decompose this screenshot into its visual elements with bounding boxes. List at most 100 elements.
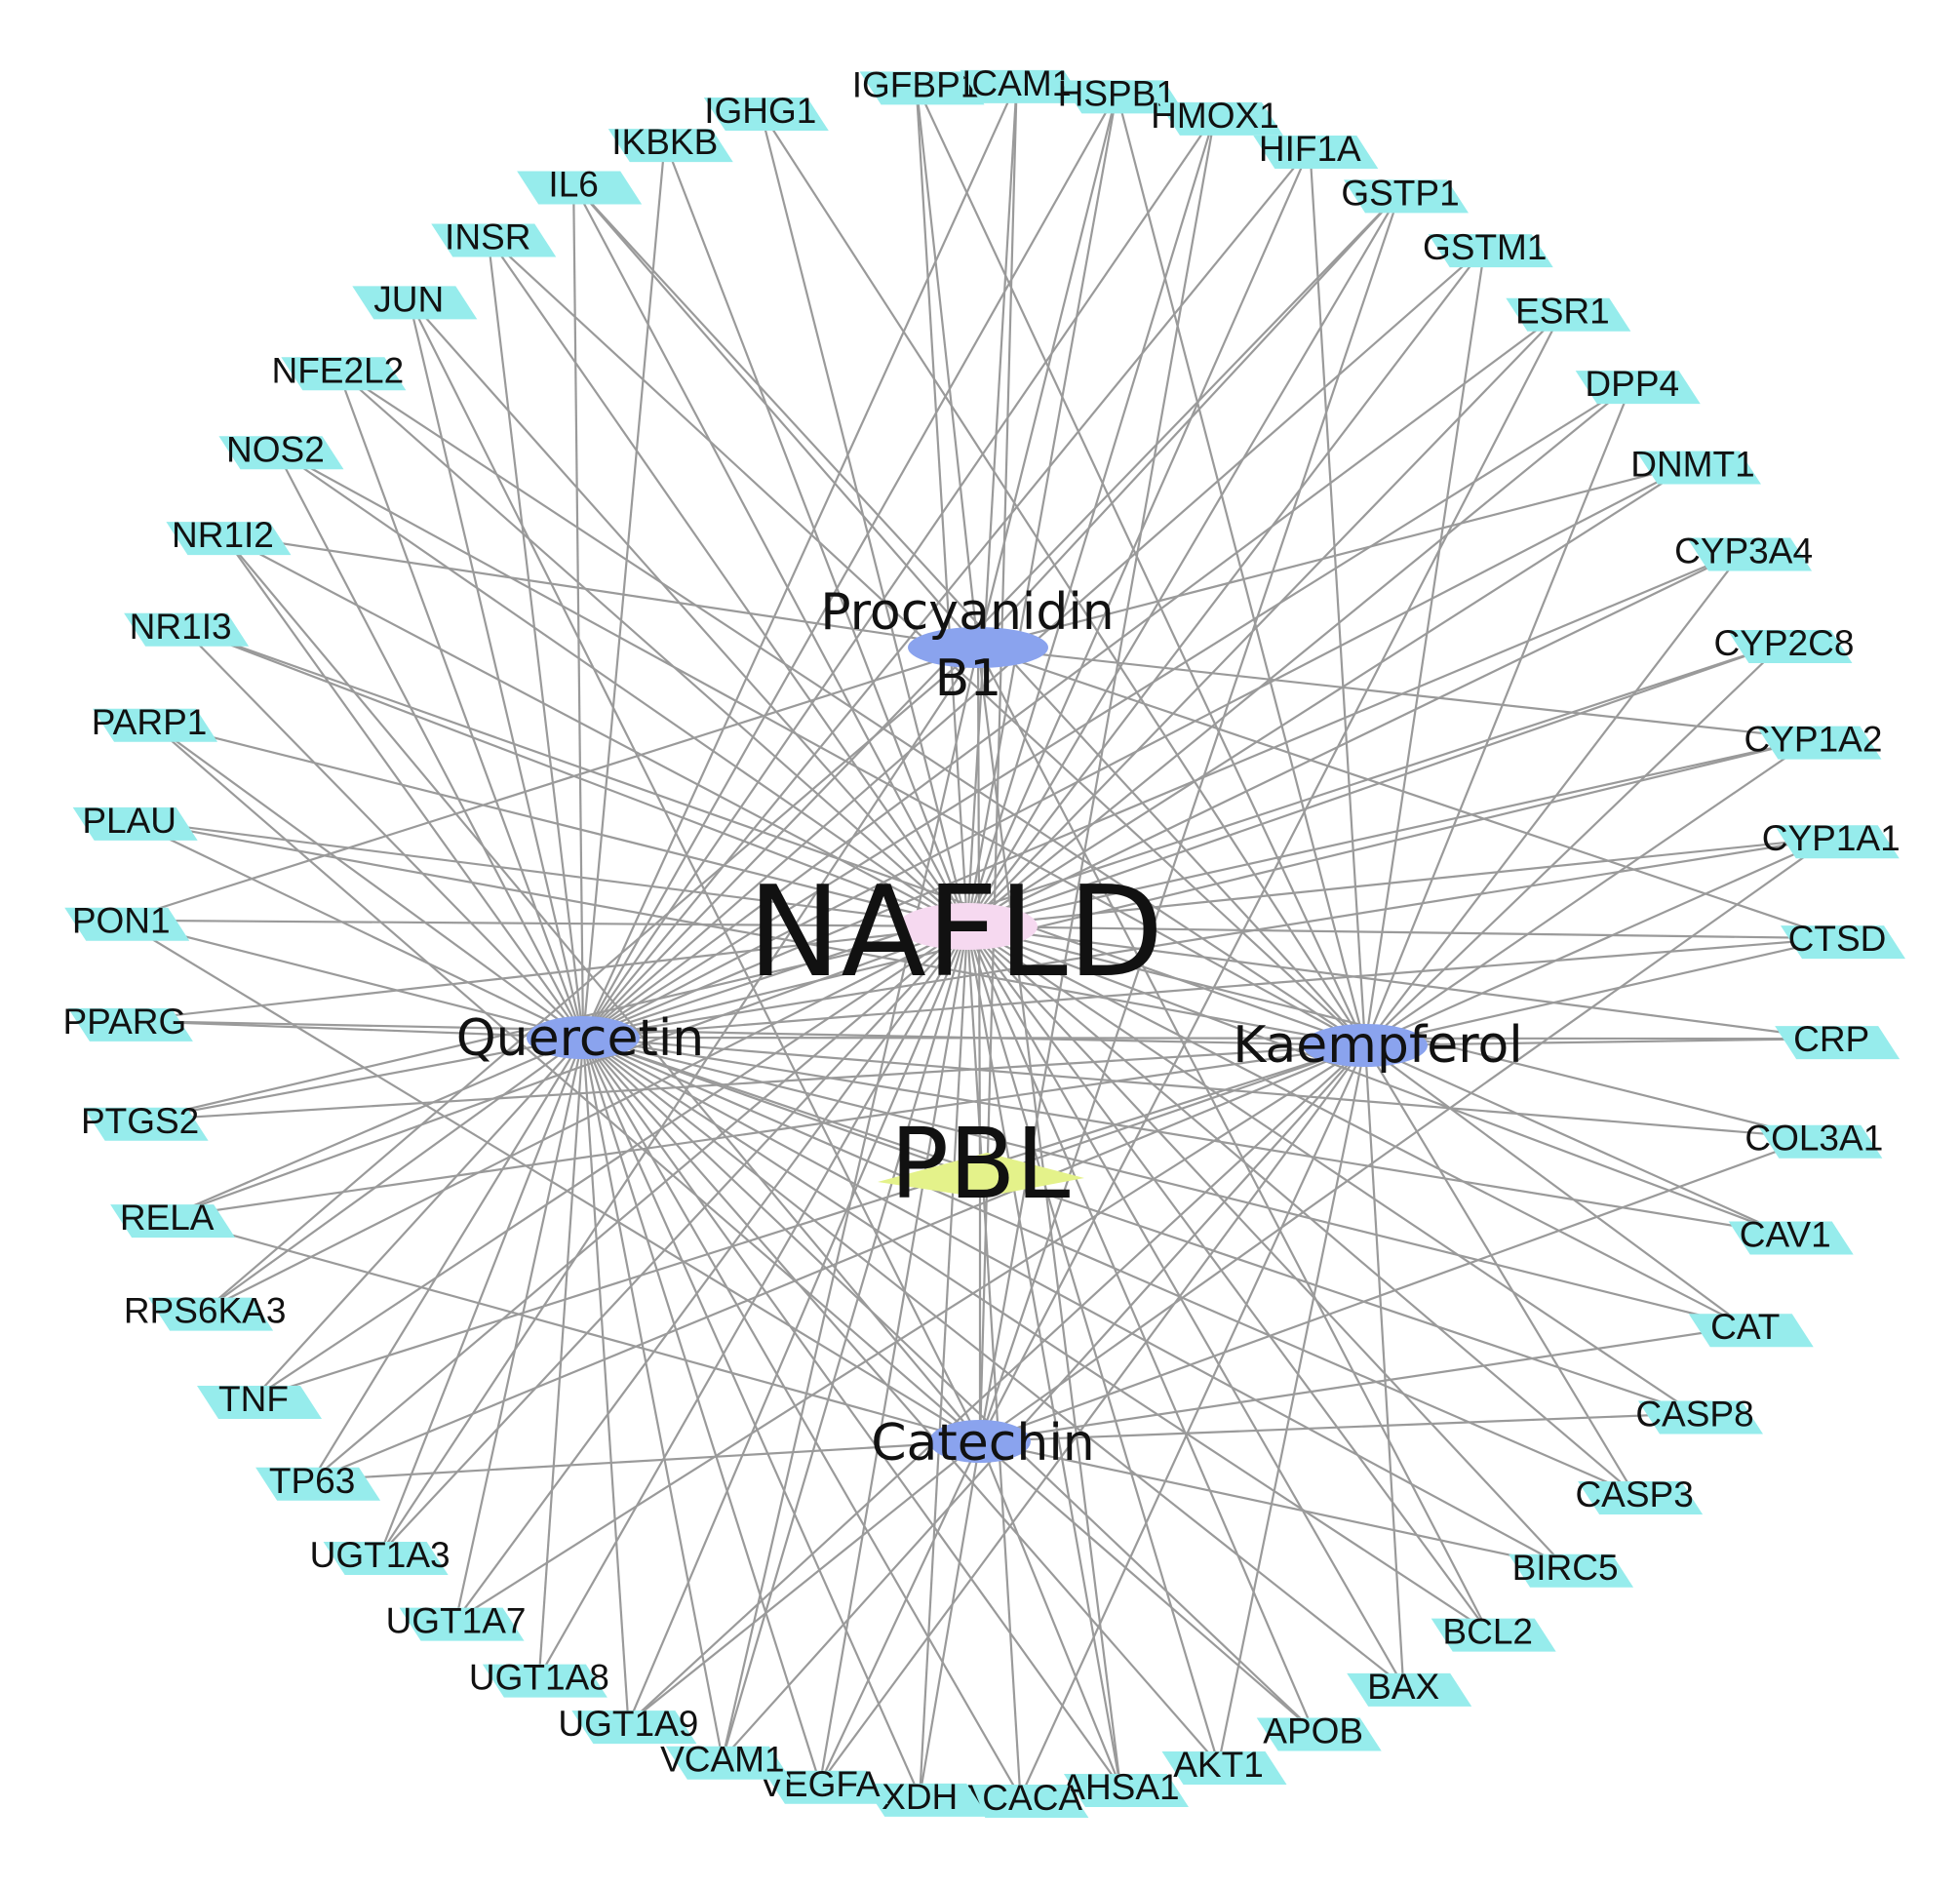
target-node-shape xyxy=(608,129,733,163)
target-node-label: UGT1A8 xyxy=(469,1658,609,1698)
target-node-ptgs2: PTGS2 xyxy=(81,1101,209,1141)
target-node-shape xyxy=(72,806,198,841)
target-node-shape xyxy=(1688,1314,1814,1348)
edge-catechin-icam1 xyxy=(978,82,1018,1442)
edge-disease-casp3 xyxy=(966,925,1635,1495)
edge-disease-ctsd xyxy=(966,924,1838,940)
target-node-label: IGFBP1 xyxy=(852,64,981,104)
target-node-shape xyxy=(323,1542,449,1576)
edge-kaempferol-cyp3a4 xyxy=(1364,549,1744,1046)
target-node-label: APOB xyxy=(1263,1711,1363,1751)
edge-quercetin-hspb1 xyxy=(582,92,1118,1039)
target-node-label: PLAU xyxy=(82,801,176,841)
target-node-shape xyxy=(64,907,190,941)
edge-quercetin-cyp2c8 xyxy=(582,641,1784,1040)
target-node-shape xyxy=(1635,451,1761,485)
target-node-label: RELA xyxy=(120,1198,215,1238)
edge-catechin-hmox1 xyxy=(978,114,1217,1442)
target-node-label: CYP1A2 xyxy=(1744,720,1883,760)
edge-catechin-jun xyxy=(408,297,981,1442)
edge-disease-rps6ka3 xyxy=(204,925,968,1312)
edge-catechin-tp63 xyxy=(312,1439,981,1481)
target-node-tnf: TNF xyxy=(197,1379,323,1419)
edge-disease-hif1a xyxy=(965,147,1312,927)
target-node-label: NR1I3 xyxy=(130,607,232,647)
target-node-label: ESR1 xyxy=(1515,292,1610,332)
target-node-shape xyxy=(1687,537,1813,571)
edge-quercetin-ahsa1 xyxy=(582,1037,1121,1788)
target-node-shape xyxy=(963,1784,1089,1818)
edge-disease-plau xyxy=(129,818,968,928)
edge-procyanidin-igfbp1 xyxy=(915,84,980,649)
target-node-cat: CAT xyxy=(1688,1307,1814,1348)
target-node-shape xyxy=(1637,1400,1763,1435)
edge-kaempferol-ugt1a7 xyxy=(454,1044,1366,1622)
edge-kaempferol-cyp1a2 xyxy=(1364,737,1815,1046)
edge-disease-cat xyxy=(966,925,1746,1328)
edge-catechin-gstp1 xyxy=(978,191,1402,1442)
edge-kaempferol-pparg xyxy=(124,1019,1366,1047)
target-node-label: NR1I2 xyxy=(172,515,274,555)
edge-quercetin-akt1 xyxy=(582,1037,1220,1765)
disease-node-label: NAFLD xyxy=(748,860,1164,1005)
edge-quercetin-col3a1 xyxy=(582,1036,1815,1139)
edge-disease-hspb1 xyxy=(965,93,1118,927)
edge-quercetin-nos2 xyxy=(274,448,584,1039)
edge-catechin-esr1 xyxy=(979,310,1564,1442)
edge-quercetin-cyp1a2 xyxy=(582,737,1814,1040)
target-node-dnmt1: DNMT1 xyxy=(1630,444,1761,485)
compound-node-shape xyxy=(527,1016,640,1059)
edge-procyanidin-dnmt1 xyxy=(977,462,1694,649)
edge-kaempferol-rela xyxy=(166,1043,1366,1219)
disease-node: NAFLD xyxy=(748,860,1164,1005)
edge-quercetin-icam1 xyxy=(581,82,1018,1039)
edge-disease-xdh xyxy=(919,925,969,1796)
target-node-shape xyxy=(960,69,1085,103)
target-node-shape xyxy=(1256,1717,1382,1751)
edge-disease-bax xyxy=(966,925,1405,1687)
edge-quercetin-ugt1a8 xyxy=(537,1037,585,1677)
edge-quercetin-tnf xyxy=(253,1037,584,1399)
edge-catechin-col3a1 xyxy=(979,1136,1815,1443)
edge-catechin-apob xyxy=(979,1440,1314,1732)
edge-kaempferol-il6 xyxy=(572,182,1366,1046)
edge-quercetin-esr1 xyxy=(582,309,1564,1039)
edge-procyanidin-hspb1 xyxy=(976,93,1118,649)
edge-procyanidin-ahsa1 xyxy=(976,647,1122,1788)
target-node-label: PTGS2 xyxy=(81,1101,199,1141)
edge-disease-nos2 xyxy=(274,448,968,927)
edge-kaempferol-gstm1 xyxy=(1363,246,1486,1046)
target-node-label: HIF1A xyxy=(1259,129,1361,169)
target-node-shape xyxy=(93,708,218,742)
target-node-label: PON1 xyxy=(72,901,171,941)
target-node-nr1i3: NR1I3 xyxy=(124,607,250,647)
target-node-label: RPS6KA3 xyxy=(124,1291,287,1331)
target-node-label: UGT1A9 xyxy=(558,1704,698,1744)
edge-catechin-nr1i2 xyxy=(221,533,981,1442)
edge-layer xyxy=(120,82,1838,1798)
edge-catechin-rela xyxy=(166,1216,981,1443)
target-node-il6: IL6 xyxy=(517,164,643,205)
edge-quercetin-cav1 xyxy=(582,1036,1785,1236)
target-node-shape xyxy=(1728,1221,1854,1255)
edge-catechin-vegfa xyxy=(818,1440,981,1785)
edge-disease-vcam1 xyxy=(721,925,969,1760)
target-node-shape xyxy=(1343,179,1469,214)
edge-disease-jun xyxy=(408,297,968,927)
target-node-shape xyxy=(399,1607,525,1641)
edge-procyanidin-cyp1a2 xyxy=(977,646,1814,740)
edge-quercetin-cyp1a1 xyxy=(582,837,1831,1040)
target-node-label: JUN xyxy=(373,279,444,319)
target-node-label: TP63 xyxy=(269,1461,355,1501)
target-node-gstp1: GSTP1 xyxy=(1341,173,1469,214)
target-node-esr1: ESR1 xyxy=(1506,292,1631,332)
compound-node-catechin: Catechin xyxy=(871,1414,1095,1473)
target-node-shape xyxy=(1775,1026,1901,1060)
target-node-label: IGHG1 xyxy=(704,91,816,131)
compound-label: Kaempferol xyxy=(1233,1016,1523,1075)
target-node-gstm1: GSTM1 xyxy=(1423,227,1553,268)
edge-kaempferol-tnf xyxy=(253,1043,1366,1400)
target-node-layer: IGFBP1ICAM1HSPB1HMOX1HIF1AGSTP1GSTM1ESR1… xyxy=(63,63,1905,1818)
target-node-shape xyxy=(124,612,250,647)
edge-kaempferol-dpp4 xyxy=(1363,382,1633,1046)
